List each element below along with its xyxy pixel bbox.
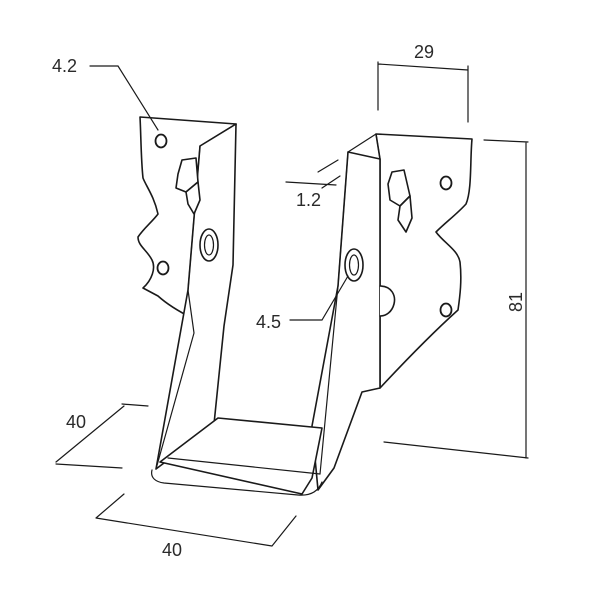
right-wall-hole <box>344 248 364 282</box>
seat-inner-crease <box>167 457 321 475</box>
dim-thickness-label: 1.2 <box>296 190 321 210</box>
right-wall-edge <box>319 151 349 475</box>
left-prong <box>175 157 201 215</box>
dim-height-lines <box>383 139 529 459</box>
right-flange-hole-top <box>439 175 453 191</box>
seat-front-lip <box>151 469 323 496</box>
left-wall-hole-inner <box>203 234 215 256</box>
right-prong <box>387 169 413 233</box>
left-wall-hole <box>199 228 219 262</box>
right-flange-inner-edge <box>347 133 381 160</box>
dim-depth-lines <box>55 403 149 469</box>
dim-hole-large-leader <box>289 275 349 321</box>
left-flange-hole-top <box>154 133 168 149</box>
dim-flange-width-lines <box>377 61 469 123</box>
dim-thickness-lines <box>285 159 341 189</box>
right-wall-hole-inner <box>348 254 360 276</box>
dim-width-label: 40 <box>162 540 182 560</box>
dim-depth-label: 40 <box>66 412 86 432</box>
dim-hole-small-leader <box>89 65 159 131</box>
seat-plate <box>159 417 323 495</box>
dim-width-lines <box>95 493 297 547</box>
dim-flange-width-label: 29 <box>414 42 434 62</box>
dim-hole-large-label: 4.5 <box>256 312 281 332</box>
left-flange-hole-bottom <box>156 260 170 276</box>
dim-height-label: 81 <box>506 292 526 312</box>
right-flange <box>375 133 473 389</box>
right-flange-hole-bottom <box>439 302 453 318</box>
dim-hole-small-label: 4.2 <box>52 56 77 76</box>
right-flange-dimple <box>379 285 396 317</box>
right-side-wall <box>311 151 381 491</box>
